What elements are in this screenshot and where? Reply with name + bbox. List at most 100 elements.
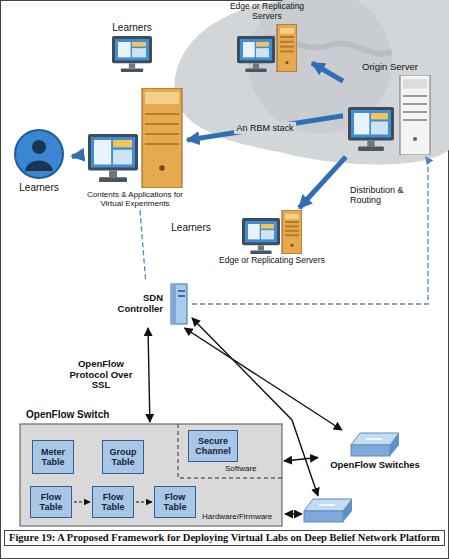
icon-part (351, 445, 390, 456)
icon-part (145, 113, 179, 115)
icon-part (400, 75, 430, 155)
icon-part (282, 210, 302, 254)
icon-part (245, 68, 266, 72)
node-label: OpenFlow Switches (330, 460, 420, 471)
node-label: Learners (19, 182, 58, 194)
icon-part (178, 295, 185, 297)
icon-part (285, 234, 299, 236)
icon-part (403, 119, 427, 121)
link-line (285, 513, 302, 514)
icon-part (280, 28, 294, 34)
switch-icon (350, 432, 400, 458)
icon-part (358, 147, 384, 151)
icon-part (285, 225, 299, 227)
icon-part (277, 24, 297, 72)
icon-part (285, 221, 299, 223)
icon-part (261, 224, 274, 229)
secure-channel: Secure Channel (188, 430, 238, 462)
central-icon (88, 88, 183, 188)
icon-part (367, 140, 374, 146)
edge-label: OpenFlow Protocol Over SSL (61, 358, 141, 393)
icon-part (412, 137, 416, 141)
connector (136, 502, 152, 503)
table-label: Flow Table (156, 492, 194, 513)
node-label: SDN Controller (113, 293, 163, 315)
table-label: Meter Table (34, 447, 72, 468)
icon-part (243, 42, 255, 57)
sdn-controller: SDN Controller (105, 282, 190, 326)
icon-part (121, 68, 143, 72)
icon-part (280, 50, 294, 52)
icon-part (343, 499, 352, 522)
icon-part (145, 133, 179, 135)
icon-part (178, 290, 185, 292)
monitor-icon (112, 36, 152, 72)
ctrl-icon (168, 282, 190, 326)
software-divider (178, 424, 282, 478)
switch-box-fill (20, 424, 282, 526)
icon-part (403, 103, 427, 105)
icon-part (118, 42, 131, 57)
icon-part (237, 36, 275, 63)
table-label: Flow Table (94, 492, 132, 513)
icon-part (91, 137, 135, 167)
icon-part (258, 245, 264, 250)
icon-part (171, 284, 187, 324)
icon-part (245, 221, 277, 242)
learner-node: Learners (100, 22, 164, 72)
table-label: Group Table (104, 447, 142, 468)
monserver-icon (237, 24, 297, 72)
node-label: Learners (171, 222, 210, 234)
group-table: Group Table (102, 440, 144, 474)
icon-part (15, 130, 63, 178)
origin-icon (348, 75, 433, 155)
icon-part (94, 140, 111, 164)
learner-node: Learners (8, 128, 70, 194)
flow-table: Flow Table (30, 486, 72, 518)
flow-table: Flow Table (92, 486, 134, 518)
icon-part (88, 134, 138, 170)
icon-part (286, 60, 289, 63)
annotation: Hardware/Firmware (202, 512, 272, 521)
edge-server-node: Edge or Replicating Servers (224, 2, 310, 72)
annotation: Software (225, 464, 257, 473)
connector (72, 155, 83, 156)
annotation: Distribution & Routing (350, 185, 416, 206)
icon-part (403, 95, 427, 97)
flow-table: Flow Table (154, 486, 196, 518)
icon-part (99, 177, 127, 182)
switch-icon (304, 499, 352, 522)
icon-part (132, 42, 146, 47)
icon-part (132, 48, 146, 57)
icon-part (129, 63, 135, 68)
connector (284, 458, 318, 462)
icon-part (366, 438, 382, 440)
icon-part (371, 113, 388, 119)
figure-caption: Figure 19: A Proposed Framework for Depl… (4, 530, 445, 546)
meter-table: Meter Table (32, 440, 74, 474)
icon-part (285, 230, 299, 232)
icon-part (253, 63, 259, 68)
icon-part (32, 140, 46, 154)
edge-server-node: Edge or Replicating Servers (212, 210, 332, 266)
icon-part (403, 79, 427, 89)
icon-part (25, 161, 53, 172)
icon-part (304, 511, 343, 522)
icon-part (390, 433, 399, 456)
icon-part (256, 48, 269, 57)
icon-part (142, 88, 182, 188)
icon-part (242, 218, 280, 245)
icon-part (112, 36, 152, 63)
table-label: Secure Channel (190, 436, 236, 457)
icon-part (109, 170, 117, 177)
icon-part (348, 107, 394, 140)
connector (185, 328, 342, 430)
icon-part (113, 150, 132, 165)
connector (148, 328, 150, 422)
icon-part (403, 111, 427, 113)
connector (312, 63, 343, 81)
icon-part (159, 165, 165, 171)
